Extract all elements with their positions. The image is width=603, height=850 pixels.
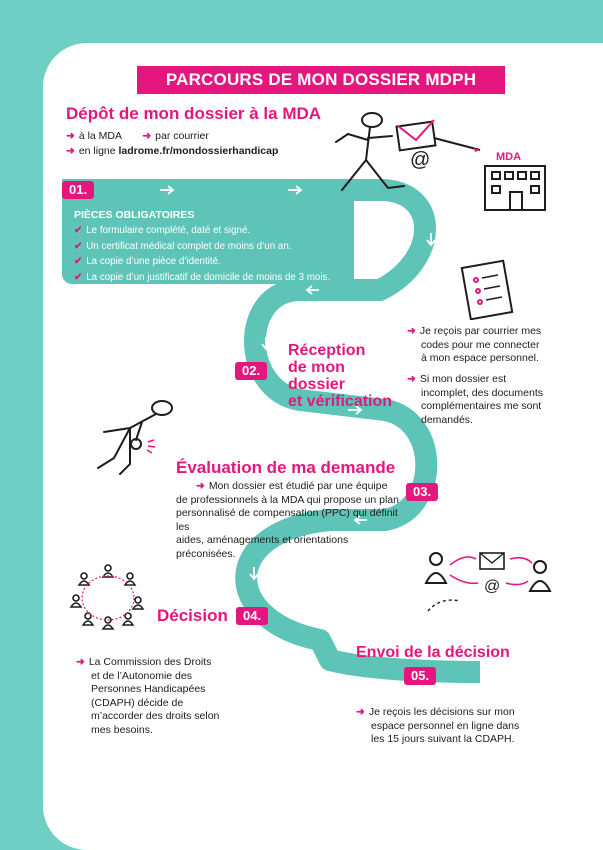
required-documents-list: ✔Le formulaire complété, daté et signé. … bbox=[74, 223, 330, 285]
list-item: ✔Un certificat médical complet de moins … bbox=[74, 240, 292, 252]
list-item: ✔La copie d’un justificatif de domicile … bbox=[74, 271, 331, 283]
check-icon: ✔ bbox=[74, 225, 83, 236]
arrow-right-icon: ➜ bbox=[66, 145, 75, 157]
step1-heading: Dépôt de mon dossier à la MDA bbox=[66, 104, 322, 123]
step5-number: 05. bbox=[404, 667, 437, 685]
check-icon: ✔ bbox=[74, 271, 83, 283]
step4-heading: Décision bbox=[157, 606, 228, 625]
required-documents-title: PIÈCES OBLIGATOIRES bbox=[74, 209, 195, 221]
mda-label: MDA bbox=[496, 151, 521, 163]
required-documents-box: PIÈCES OBLIGATOIRES ✔Le formulaire compl… bbox=[62, 200, 354, 284]
step2-bullet-1: ➜Je reçois par courrier mes codes pour m… bbox=[407, 325, 542, 364]
step4-text: ➜La Commission des Droits et de l’Autono… bbox=[76, 656, 220, 736]
building-icon bbox=[484, 165, 546, 211]
arrow-right-icon: ➜ bbox=[356, 706, 365, 718]
exchange-illustration: @ bbox=[424, 552, 552, 612]
list-item: ✔La copie d’une pièce d’identité. bbox=[74, 256, 221, 267]
arrow-right-icon: ➜ bbox=[142, 130, 152, 142]
list-item: ✔Le formulaire complété, daté et signé. bbox=[74, 225, 251, 236]
arrow-right-icon: ➜ bbox=[407, 373, 416, 385]
arrow-right-icon: ➜ bbox=[66, 130, 75, 142]
envelope-icon bbox=[479, 552, 505, 570]
step4-number: 04. bbox=[236, 607, 269, 625]
step3-heading: Évaluation de ma demande bbox=[176, 458, 396, 477]
road-arrows bbox=[160, 185, 436, 677]
page-title: PARCOURS DE MON DOSSIER MDPH bbox=[137, 66, 505, 94]
step5-text: ➜Je reçois les décisions sur mon espace … bbox=[356, 706, 520, 745]
at-icon: @ bbox=[410, 149, 430, 171]
content-card bbox=[43, 43, 603, 850]
step1-line1: ➜à la MDA ➜par courrier bbox=[66, 130, 209, 142]
step3-text: ➜Mon dossier est étudié par une équipe d… bbox=[176, 480, 399, 560]
clipboard-icon bbox=[460, 259, 514, 320]
magnifier-person-illustration bbox=[97, 400, 173, 475]
check-icon: ✔ bbox=[74, 256, 83, 267]
step2-heading: Réception de mon dossier et vérification bbox=[288, 342, 393, 410]
arrow-right-icon: ➜ bbox=[76, 656, 85, 668]
step1-line2: ➜en ligne ladrome.fr/mondossierhandicap bbox=[66, 145, 279, 157]
step5-heading: Envoi de la décision bbox=[356, 644, 510, 661]
at-icon: @ bbox=[484, 578, 500, 595]
magnifier-icon bbox=[146, 439, 156, 454]
step3-number: 03. bbox=[406, 483, 439, 501]
commission-circle-illustration bbox=[69, 564, 145, 630]
check-icon: ✔ bbox=[74, 240, 83, 252]
arrow-right-icon: ➜ bbox=[407, 325, 416, 337]
deposit-illustration: @ MDA bbox=[335, 112, 546, 211]
step1-number: 01. bbox=[62, 181, 95, 199]
envelope-icon bbox=[395, 119, 437, 152]
step2-bullet-2: ➜Si mon dossier est incomplet, des docum… bbox=[407, 373, 543, 426]
arrow-right-icon: ➜ bbox=[196, 480, 205, 492]
step2-number: 02. bbox=[235, 362, 268, 380]
online-link[interactable]: ladrome.fr/mondossierhandicap bbox=[118, 145, 279, 157]
